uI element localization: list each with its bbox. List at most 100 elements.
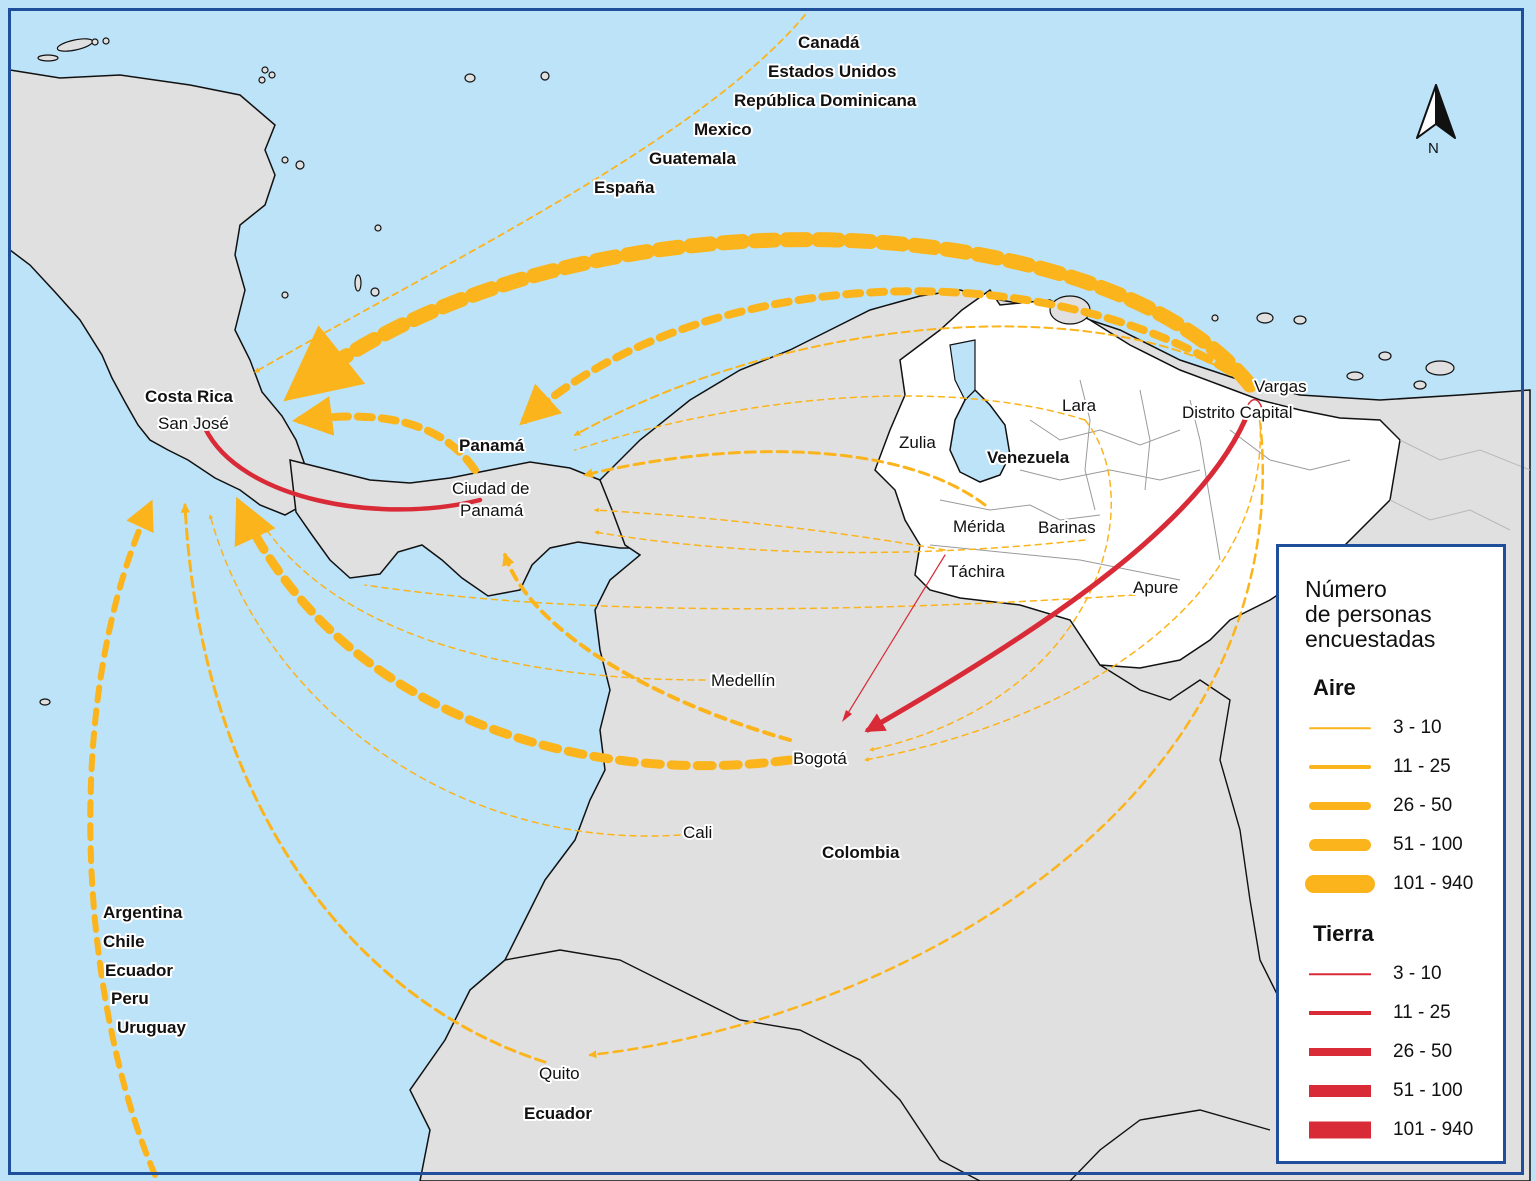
legend-air-row-2: 11 - 25 bbox=[1309, 752, 1499, 782]
label-guatemala: Guatemala bbox=[649, 149, 736, 168]
legend: Número de personas encuestadas Aire 3 - … bbox=[1276, 544, 1506, 1164]
panama-land bbox=[289, 459, 663, 597]
legend-land-swatch-2 bbox=[1309, 1011, 1371, 1015]
legend-title-line-3: encuestadas bbox=[1305, 626, 1436, 652]
legend-title-line-1: Número bbox=[1305, 576, 1387, 602]
label-medellin: Medellín bbox=[711, 671, 775, 690]
air-flow-vargas-panama-upper bbox=[519, 287, 1254, 426]
legend-land-swatch-5 bbox=[1309, 1121, 1371, 1139]
air-flow-merida-panama bbox=[594, 507, 946, 551]
label-zulia: Zulia bbox=[899, 433, 936, 452]
legend-land-range-2: 11 - 25 bbox=[1393, 1002, 1451, 1023]
air-flow-capital-quito bbox=[588, 418, 1264, 1059]
label-venezuela: Venezuela bbox=[987, 448, 1070, 467]
land-arrowhead-small bbox=[842, 710, 852, 722]
air-flow-bogota-panama bbox=[502, 552, 792, 742]
legend-air-range-4: 51 - 100 bbox=[1393, 834, 1463, 855]
label-vargas: Vargas bbox=[1254, 377, 1307, 396]
land-flow-tachira-bogota bbox=[844, 554, 946, 719]
legend-land-range-3: 26 - 50 bbox=[1393, 1041, 1453, 1062]
label-panama: Panamá bbox=[459, 436, 525, 455]
legend-land-swatch-3 bbox=[1309, 1048, 1371, 1056]
air-flow-bogota-costarica bbox=[234, 496, 795, 771]
label-usa: Estados Unidos bbox=[768, 62, 896, 81]
legend-air-range-3: 26 - 50 bbox=[1393, 795, 1453, 816]
land-flow-capital-bogota bbox=[864, 417, 1248, 733]
air-flow-medellin-costarica bbox=[259, 519, 706, 681]
legend-land-swatch-4 bbox=[1309, 1085, 1371, 1097]
legend-air-range-5: 101 - 940 bbox=[1393, 873, 1474, 894]
label-ecuador-country: Ecuador bbox=[524, 1104, 592, 1123]
legend-air-range-2: 11 - 25 bbox=[1393, 756, 1451, 777]
legend-air-row-4: 51 - 100 bbox=[1309, 830, 1499, 860]
legend-air-swatch-1 bbox=[1309, 727, 1371, 729]
air-flow-apure bbox=[364, 584, 1136, 610]
legend-land-row-5: 101 - 940 bbox=[1309, 1115, 1499, 1145]
label-san-jose: San José bbox=[158, 414, 229, 433]
label-mexico: Mexico bbox=[694, 120, 752, 139]
air-flow-north-costarica bbox=[254, 14, 806, 373]
label-lara: Lara bbox=[1062, 396, 1097, 415]
label-south-uruguay: Uruguay bbox=[117, 1018, 187, 1037]
land-flow-panama-sanjose bbox=[202, 425, 483, 512]
legend-land-range-5: 101 - 940 bbox=[1393, 1119, 1474, 1140]
air-flow-lara-panama bbox=[574, 395, 1086, 451]
air-flow-south-costarica bbox=[87, 499, 158, 1178]
label-panama-city-1: Ciudad de bbox=[452, 479, 530, 498]
air-flow-barinas-panama bbox=[594, 530, 1086, 554]
legend-air-row-1: 3 - 10 bbox=[1309, 713, 1499, 743]
country-borders bbox=[504, 664, 1281, 1181]
label-colombia: Colombia bbox=[822, 843, 900, 862]
legend-air-swatch-5 bbox=[1305, 875, 1375, 893]
lake-maracaibo bbox=[949, 388, 1011, 483]
legend-land-row-2: 11 - 25 bbox=[1309, 998, 1499, 1028]
legend-air-row-5: 101 - 940 bbox=[1305, 869, 1499, 899]
air-flow-quito-costarica bbox=[180, 503, 547, 1064]
legend-land-row-4: 51 - 100 bbox=[1309, 1076, 1499, 1106]
legend-air-row-3: 26 - 50 bbox=[1309, 791, 1499, 821]
label-distrito-capital: Distrito Capital bbox=[1182, 403, 1293, 422]
label-cali: Cali bbox=[683, 823, 712, 842]
legend-land-range-4: 51 - 100 bbox=[1393, 1080, 1463, 1101]
label-dominican-republic: República Dominicana bbox=[734, 91, 917, 110]
legend-land-range-1: 3 - 10 bbox=[1393, 963, 1442, 984]
legend-land-swatch-1 bbox=[1309, 973, 1371, 975]
label-south-peru: Peru bbox=[111, 989, 149, 1008]
legend-land-row-3: 26 - 50 bbox=[1309, 1037, 1499, 1067]
label-south-ecuador: Ecuador bbox=[105, 961, 173, 980]
label-canada: Canadá bbox=[798, 33, 860, 52]
label-spain: España bbox=[594, 178, 655, 197]
label-panama-city-2: Panamá bbox=[460, 501, 524, 520]
label-south-argentina: Argentina bbox=[103, 903, 183, 922]
map-labels: Canadá Estados Unidos República Dominica… bbox=[101, 31, 1309, 1125]
legend-title-line-2: de personas bbox=[1305, 601, 1432, 627]
air-flow-lara-bogota bbox=[869, 419, 1112, 752]
legend-land-row-1: 3 - 10 bbox=[1309, 959, 1499, 989]
air-flow-capital-bogota bbox=[864, 419, 1262, 762]
label-south-chile: Chile bbox=[103, 932, 145, 951]
air-flow-maracaibo-panama bbox=[583, 450, 987, 507]
north-arrow-icon: N bbox=[1416, 84, 1456, 157]
label-apure: Apure bbox=[1133, 578, 1178, 597]
air-flow-vargas-panama-thin bbox=[573, 325, 1251, 436]
air-flow-cali-costarica bbox=[208, 514, 681, 837]
legend-title: Número de personas encuestadas bbox=[1305, 577, 1495, 652]
legend-air-swatch-3 bbox=[1309, 802, 1371, 810]
legend-air-range-1: 3 - 10 bbox=[1393, 717, 1442, 738]
islands bbox=[37, 37, 1455, 706]
land-flows bbox=[202, 399, 1264, 733]
label-bogota: Bogotá bbox=[793, 749, 847, 768]
air-flow-vargas-costarica bbox=[283, 232, 1258, 402]
legend-air-swatch-2 bbox=[1309, 765, 1371, 769]
land-flow-vargas-loop bbox=[1247, 399, 1264, 421]
gulf-venezuela bbox=[949, 339, 976, 402]
label-tachira: Táchira bbox=[948, 562, 1005, 581]
label-merida: Mérida bbox=[953, 517, 1006, 536]
label-costa-rica: Costa Rica bbox=[145, 387, 233, 406]
north-arrow-label: N bbox=[1428, 140, 1439, 157]
air-flows bbox=[87, 14, 1264, 1178]
air-flow-panama-costarica bbox=[292, 396, 479, 474]
label-barinas: Barinas bbox=[1038, 518, 1096, 537]
label-quito: Quito bbox=[539, 1064, 580, 1083]
legend-air-swatch-4 bbox=[1309, 839, 1371, 851]
